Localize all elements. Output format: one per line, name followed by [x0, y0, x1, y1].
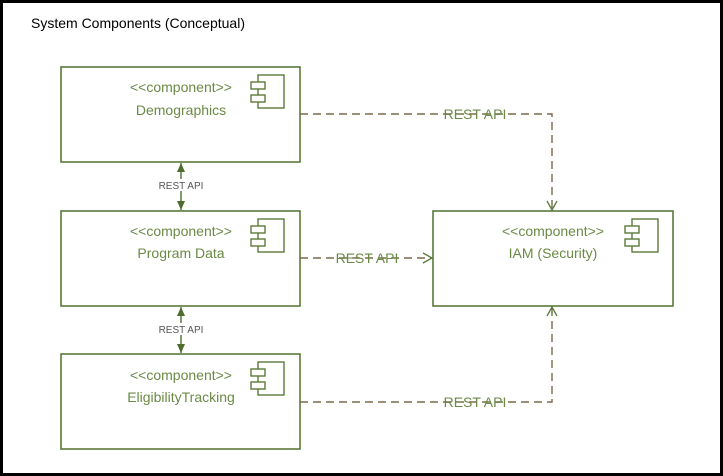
- connector-label: REST API: [444, 106, 507, 122]
- component-demographics: <<component>> Demographics: [60, 66, 301, 163]
- component-stereotype: <<component>>: [502, 223, 604, 239]
- connector-label: REST API: [444, 394, 507, 410]
- connector-program-data-eligibility: REST API: [157, 307, 205, 353]
- connector-demographics-iam: REST API: [300, 106, 558, 212]
- component-stereotype: <<component>>: [130, 223, 232, 239]
- component-stereotype: <<component>>: [130, 367, 232, 383]
- connector-program-data-iam: REST API: [300, 250, 434, 266]
- component-icon: [250, 218, 285, 253]
- component-name: IAM (Security): [509, 245, 598, 261]
- component-name: Program Data: [137, 245, 224, 261]
- component-eligibility-tracking: <<component>> EligibilityTracking: [60, 353, 301, 450]
- component-name: EligibilityTracking: [127, 389, 235, 405]
- component-icon: [624, 218, 659, 253]
- diagram-title: System Components (Conceptual): [31, 15, 245, 31]
- component-iam-security: <<component>> IAM (Security): [432, 210, 674, 307]
- component-name: Demographics: [136, 102, 226, 118]
- connector-demographics-program-data: REST API: [157, 163, 205, 210]
- component-icon: [250, 74, 285, 109]
- component-icon: [250, 361, 285, 396]
- connector-label: REST API: [159, 181, 204, 192]
- component-stereotype: <<component>>: [130, 79, 232, 95]
- connector-label: REST API: [159, 325, 204, 336]
- component-program-data: <<component>> Program Data: [60, 210, 301, 307]
- connector-eligibility-iam: REST API: [300, 305, 558, 410]
- connector-label: REST API: [336, 250, 399, 266]
